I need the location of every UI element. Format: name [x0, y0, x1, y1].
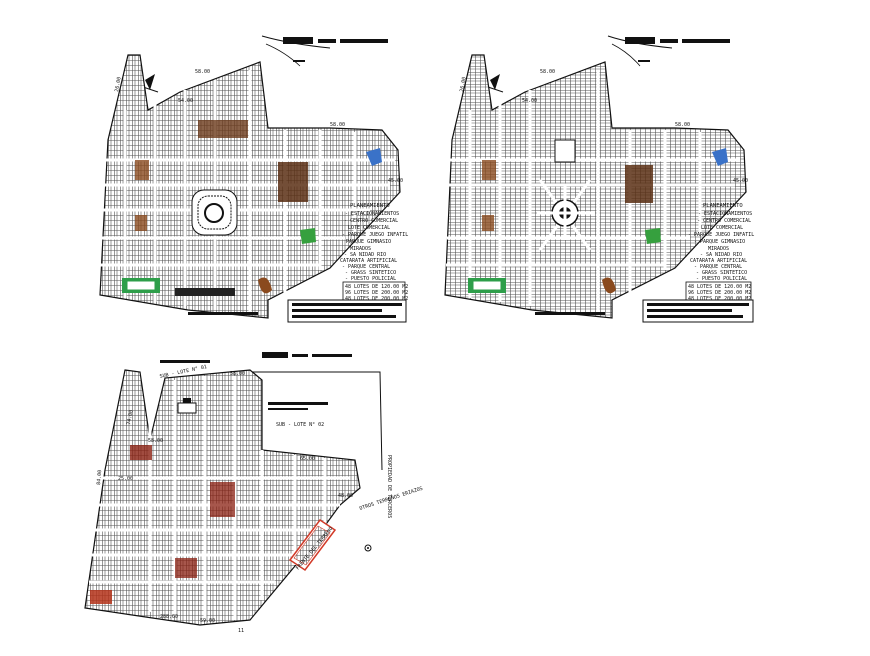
plan1-legend-item: - SA NIDAD RIO [344, 252, 386, 258]
plan2-lot-row: 96 LOTES DE 200.00 M2 [688, 290, 751, 296]
plan2-legend-item: - PARQUE CENTRAL [694, 264, 742, 270]
plan1-legend-item: - PARQUE JUEGO INFATIL [342, 232, 408, 238]
plan1-title-block [261, 35, 388, 67]
plan3-dim: 59.00 [200, 618, 215, 624]
plan2-dim-4: 26.00 [459, 76, 468, 92]
plan1-water-feature [366, 148, 382, 166]
plan3-dim: 48.00 [338, 493, 353, 499]
plan2-dim-5: 45.00 [733, 178, 748, 184]
plan1-legend-item: LOTE COMERCIAL [348, 225, 390, 231]
plan3-park-4 [90, 590, 112, 604]
plan2-park-east [625, 165, 653, 203]
plan1-gym-park [300, 228, 316, 244]
plan2-legend-item: - SA NIDAD RIO [700, 252, 742, 258]
plan3-property-line [250, 371, 383, 471]
plan2-dim-1: 58.00 [540, 69, 555, 75]
plan1-legend-item: - GRASS SINTETICO [345, 270, 396, 276]
plan3-dim: 74.00 [126, 409, 135, 425]
plan1-legend: PLANEAMIENTO - ESTACIONAMIENTOS - CENTRO… [340, 203, 408, 303]
plan1-lot-row: 48 LOTES DE 200.00 M2 [345, 296, 408, 302]
plan1-dim-5: 45.00 [388, 178, 403, 184]
plan2-legend-item: - PUESTO POLICIAL [696, 276, 747, 282]
plan2-park-west-2 [482, 215, 494, 231]
plan2-dim-3: 58.00 [675, 122, 690, 128]
plan2-dimensions: 58.00 54.00 58.00 26.00 45.00 [459, 69, 748, 184]
plan3-park-2 [210, 482, 235, 517]
plan3-dim: 11 [238, 628, 244, 634]
plan3-marker [364, 544, 372, 552]
plan1-dimensions: 58.00 54.00 58.00 26.00 45.00 [114, 69, 403, 184]
site-plan-3: SUB - LOTE N° 01 SUB - LOTE N° 02 PROPIE… [84, 352, 424, 634]
plan3-park-3 [175, 558, 197, 578]
plan3-title-block [160, 352, 352, 410]
plan2-dim-2: 54.00 [522, 98, 537, 104]
plan1-legend-item: - CENTRO COMERCIAL [344, 218, 398, 224]
plan1-park-east [278, 162, 308, 202]
plan1-lot-row: 48 LOTES DE 120.00 M2 [345, 284, 408, 290]
plan1-legend-item: - PARQUE CENTRAL [342, 264, 390, 270]
plan3-dim: 25.00 [118, 476, 133, 482]
plan2-legend-item: - GRASS SINTETICO [696, 270, 747, 276]
plan3-building [177, 402, 197, 414]
plan3-park-1 [130, 445, 152, 460]
plan2-mirador [602, 277, 616, 294]
plan1-central-park [191, 189, 238, 236]
plan1-legend-item: PARQUE GIMNASIO [346, 239, 391, 245]
plan2-legend-item: LOTE COMERCIAL [701, 225, 743, 231]
plan2-title-box [642, 299, 754, 323]
plan3-dim: 288.00 [160, 614, 178, 620]
plan1-scale-bar [188, 312, 258, 315]
plan2-legend-item: MIRADOS [708, 246, 729, 252]
plan3-dim: 84.00 [96, 470, 103, 486]
plan2-title-block [607, 35, 730, 67]
plan2-legend-item: - PARQUE JUEGO INFATIL [688, 232, 754, 238]
plan2-water-feature [712, 148, 728, 166]
plan2-legend-item: - CENTRO COMERCIAL [697, 218, 751, 224]
plan1-dim-1: 58.00 [195, 69, 210, 75]
plan3-propiedad-label: PROPIEDAD DE TERCEROS [386, 455, 392, 518]
plan2-lot-row: 48 LOTES DE 200.00 M2 [688, 296, 751, 302]
plan2-legend-item: - PARQUE GIMNASIO [694, 239, 745, 245]
plan2-lot-row: 48 LOTES DE 120.00 M2 [688, 284, 751, 290]
plan2-legend-item: CATARATA ARTIFICIAL [690, 258, 747, 264]
plan1-commercial-center [198, 120, 248, 138]
site-plan-1: 58.00 54.00 58.00 26.00 45.00 PLANEAMIEN… [99, 35, 408, 323]
plan3-dim: 58.00 [230, 371, 245, 377]
site-plan-2: 58.00 54.00 58.00 26.00 45.00 PLANEAMIEN… [444, 35, 754, 323]
plan3-dim: 65.00 [300, 456, 315, 462]
plan3-dimensions: 74.00 58.00 58.00 65.00 48.00 25.00 59.0… [96, 371, 353, 634]
plan1-park-west-2 [135, 215, 147, 231]
plan1-title-box [287, 299, 407, 323]
plan1-park-west [135, 160, 149, 180]
plan1-legend-title: PLANEAMIENTO [350, 203, 390, 209]
plan2-legend-title: PLANEAMIENTO [703, 203, 743, 209]
plan1-legend-item: MIRADOS [350, 246, 371, 252]
plan3-roads [89, 376, 350, 620]
plan2-central-plaza [537, 139, 595, 240]
plan2-legend-item: - ESTACIONAMIENTOS [698, 211, 752, 217]
plan2-gym-park [645, 228, 661, 244]
plan2-park-west [482, 160, 496, 180]
plan1-dim-2: 54.00 [178, 98, 193, 104]
plan3-dim: 58.00 [148, 438, 163, 444]
plan1-dim-4: 26.00 [114, 76, 123, 92]
plan1-legend-item: - PUESTO POLICIAL [345, 276, 396, 282]
plan1-mirador [258, 277, 272, 294]
plan2-scale-bar [535, 312, 605, 315]
plan1-parking [175, 288, 235, 296]
plan1-dim-3: 58.00 [330, 122, 345, 128]
plan1-lot-row: 96 LOTES DE 200.00 M2 [345, 290, 408, 296]
plan3-sublot2-label: SUB - LOTE N° 02 [276, 422, 324, 428]
plan2-legend: PLANEAMIENTO - ESTACIONAMIENTOS - CENTRO… [685, 203, 754, 303]
plan1-legend-item: - ESTACIONAMIENTOS [345, 211, 399, 217]
plan1-legend-item: CATARATA ARTIFICIAL [340, 258, 397, 264]
